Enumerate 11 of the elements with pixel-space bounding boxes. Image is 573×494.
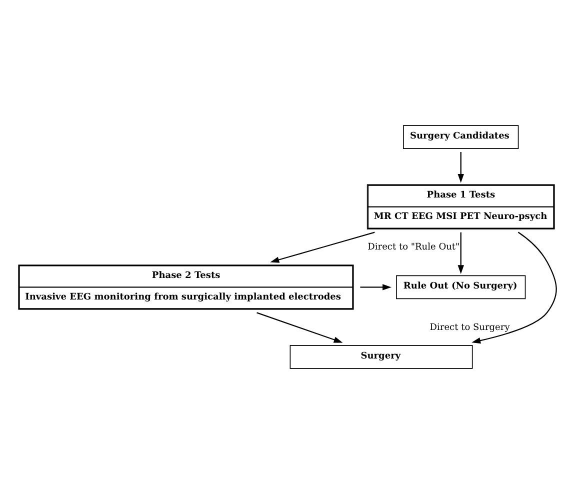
arrow xyxy=(360,284,392,290)
arrow xyxy=(256,312,343,343)
node-box: Rule Out (No Surgery) xyxy=(396,275,526,300)
edge-label: Direct to Surgery xyxy=(430,322,510,333)
arrow xyxy=(472,232,557,344)
node-box: Surgery Candidates xyxy=(403,125,519,149)
edge-label: Direct to "Rule Out" xyxy=(368,242,460,253)
arrow xyxy=(458,152,464,183)
arrow xyxy=(270,232,375,263)
node-box: Surgery xyxy=(290,345,473,369)
arrow xyxy=(458,232,464,274)
